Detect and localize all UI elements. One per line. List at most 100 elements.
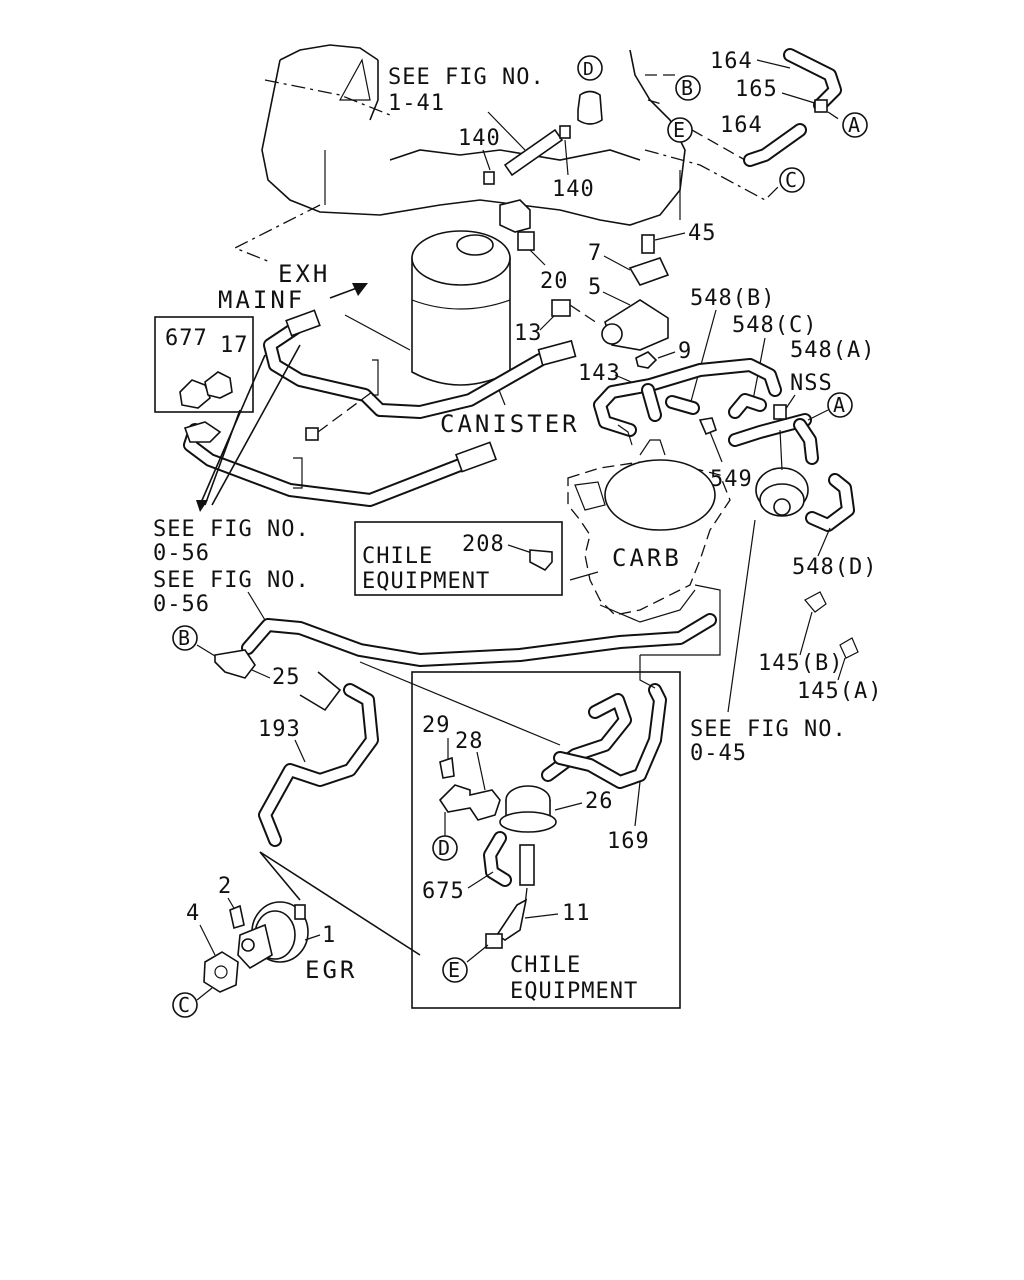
ref-fig-0-56-1-line1: SEE FIG NO. — [153, 517, 310, 542]
canister-label: CANISTER — [440, 410, 580, 438]
bracket-28 — [438, 784, 501, 821]
connector-a-top: A — [842, 112, 868, 138]
dash-a-right — [807, 409, 829, 421]
connector-d-lower: D — [432, 835, 458, 861]
mainf-label: MAINF — [218, 286, 305, 314]
leader-549 — [709, 431, 723, 463]
grommet-20 — [517, 231, 535, 251]
dash-to-c — [644, 149, 781, 201]
chile-lower-line2: EQUIPMENT — [510, 979, 638, 1004]
leader-26 — [554, 802, 583, 811]
pipe-11 — [495, 898, 528, 941]
bracket-lower — [293, 457, 303, 489]
leader-548d — [817, 527, 831, 557]
exh-label: EXH — [278, 260, 330, 288]
leader-675 — [467, 871, 494, 889]
part-5: 5 — [588, 275, 602, 300]
leader-b-left — [196, 644, 216, 657]
connector-b-top: B — [675, 75, 701, 101]
leader-fig-0-45 — [727, 519, 756, 713]
part-165: 165 — [735, 77, 778, 102]
leader-fig-0-56-2 — [247, 591, 266, 621]
gasket-4-hole — [214, 965, 228, 979]
connector-c-top: C — [779, 167, 805, 193]
leader-169 — [634, 781, 641, 827]
connector-c-lower-letter: C — [178, 993, 190, 1017]
part-7: 7 — [588, 241, 602, 266]
nut-9 — [635, 351, 658, 369]
connector-b-left: B — [172, 625, 198, 651]
leader-145a — [837, 657, 846, 681]
part-29: 29 — [422, 713, 451, 738]
egr-link — [259, 851, 301, 901]
ref-fig-0-45-line2: 0-45 — [690, 741, 747, 766]
part-145b: 145(B) — [758, 651, 843, 676]
connector-d-lower-letter: D — [438, 836, 450, 860]
valve-5 — [601, 299, 669, 351]
bracket-upper — [372, 359, 379, 396]
part-145a: 145(A) — [797, 679, 882, 704]
leader-28 — [476, 751, 486, 791]
leader-208 — [507, 544, 533, 554]
gasket-inset — [154, 316, 254, 413]
leader-4 — [199, 924, 216, 956]
part-549: 549 — [710, 467, 753, 492]
connector-b-top-letter: B — [681, 76, 693, 100]
leader-145b — [799, 611, 813, 656]
fitting-11 — [485, 933, 503, 949]
leader-164-top — [756, 59, 791, 69]
dash-fitting — [647, 99, 666, 106]
part-1: 1 — [322, 923, 336, 948]
bracket-7 — [628, 257, 670, 286]
chile-upper-to-carb — [569, 571, 599, 581]
short-pipe — [503, 128, 564, 177]
part-13: 13 — [514, 321, 543, 346]
part-164-mid: 164 — [720, 113, 763, 138]
part-143: 143 — [578, 361, 621, 386]
valve-25 — [214, 649, 256, 679]
part-140-right: 140 — [552, 177, 595, 202]
egr-label: EGR — [305, 956, 357, 984]
ref-fig-0-45-line1: SEE FIG NO. — [690, 717, 847, 742]
connector-b-left-letter: B — [178, 626, 190, 650]
part-548c: 548(C) — [732, 313, 817, 338]
tee-549 — [698, 417, 717, 436]
ref-fig-1-41-line2: 1-41 — [388, 91, 445, 116]
leader-5 — [602, 291, 631, 306]
carburetor — [567, 424, 731, 656]
ref-fig-0-56-2-line1: SEE FIG NO. — [153, 568, 310, 593]
fitting-165 — [814, 99, 828, 113]
connector-a-top-letter: A — [848, 113, 860, 137]
leader-193 — [294, 739, 306, 763]
hose-193-to-box — [359, 661, 561, 746]
connector-a-right-letter: A — [833, 393, 845, 417]
bolt-45 — [641, 234, 655, 254]
ref-fig-0-56-2-line2: 0-56 — [153, 592, 210, 617]
arrow-0-56-c — [211, 344, 301, 506]
grommet-13 — [551, 299, 571, 317]
leader-20 — [529, 249, 546, 266]
chile-box-lower — [411, 671, 681, 1009]
leader-13 — [539, 314, 556, 331]
connector-d-top: D — [577, 55, 603, 125]
part-548b: 548(B) — [690, 286, 775, 311]
part-548a: 548(A) — [790, 338, 875, 363]
ref-fig-0-56-1-line2: 0-56 — [153, 541, 210, 566]
part-26: 26 — [585, 789, 614, 814]
leader-140-right — [564, 139, 569, 176]
part-25: 25 — [272, 665, 301, 690]
part-193: 193 — [258, 717, 301, 742]
dash-e-hose — [691, 129, 746, 161]
part-140-left: 140 — [458, 126, 501, 151]
exh-leader — [233, 204, 321, 263]
valve-26 — [499, 785, 557, 833]
pipe-segment — [519, 844, 535, 886]
part-11: 11 — [562, 901, 591, 926]
clip-145a — [839, 637, 859, 659]
leader-140-left — [482, 149, 491, 171]
leader-1 — [304, 934, 321, 941]
connector-e-top: E — [667, 117, 693, 143]
chile-upper-line2: EQUIPMENT — [362, 569, 490, 594]
fitting-hose-top-left — [285, 309, 321, 337]
